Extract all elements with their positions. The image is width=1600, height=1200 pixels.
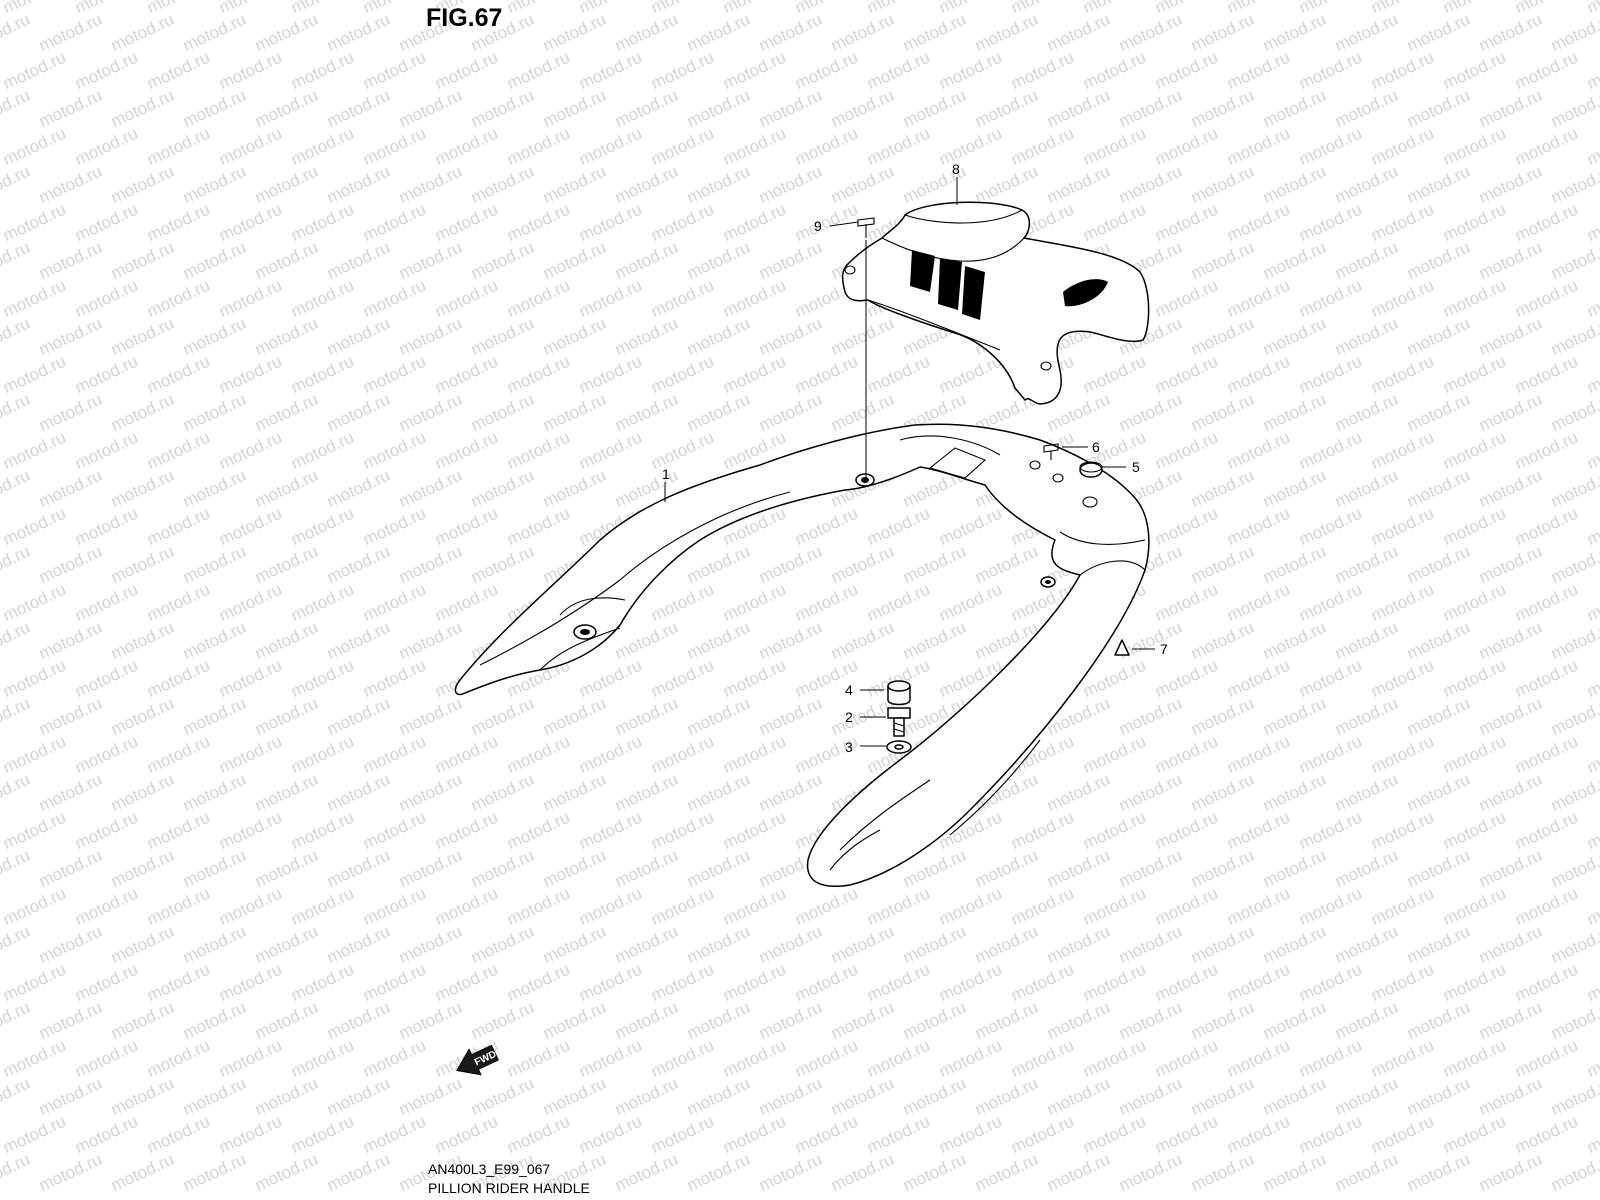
rear-cover-part-8 xyxy=(841,201,1150,405)
screw-part-9 xyxy=(857,217,875,238)
grommet-part-5 xyxy=(1079,461,1103,478)
figure-code: AN400L3_E99_067 xyxy=(428,1161,551,1177)
screw-part-6 xyxy=(1043,443,1059,460)
bolt-part-2 xyxy=(887,707,911,737)
washer-part-3 xyxy=(886,740,912,754)
clip-part-7 xyxy=(1114,639,1130,656)
cap-part-4 xyxy=(887,680,911,706)
callout-5: 5 xyxy=(1132,459,1140,475)
callout-7: 7 xyxy=(1160,641,1168,657)
callout-2: 2 xyxy=(845,709,853,725)
callout-4: 4 xyxy=(845,682,853,698)
callout-9-leader xyxy=(829,221,859,227)
callout-8: 8 xyxy=(952,161,960,177)
callout-6: 6 xyxy=(1092,439,1100,455)
pillion-handle-part-1 xyxy=(454,423,1150,887)
fwd-arrow-icon: FWD xyxy=(456,1044,499,1076)
callout-1: 1 xyxy=(662,466,670,482)
callout-3: 3 xyxy=(845,739,853,755)
callout-9: 9 xyxy=(814,218,822,234)
figure-name: PILLION RIDER HANDLE xyxy=(428,1180,590,1196)
figure-title: FIG.67 xyxy=(426,4,503,32)
